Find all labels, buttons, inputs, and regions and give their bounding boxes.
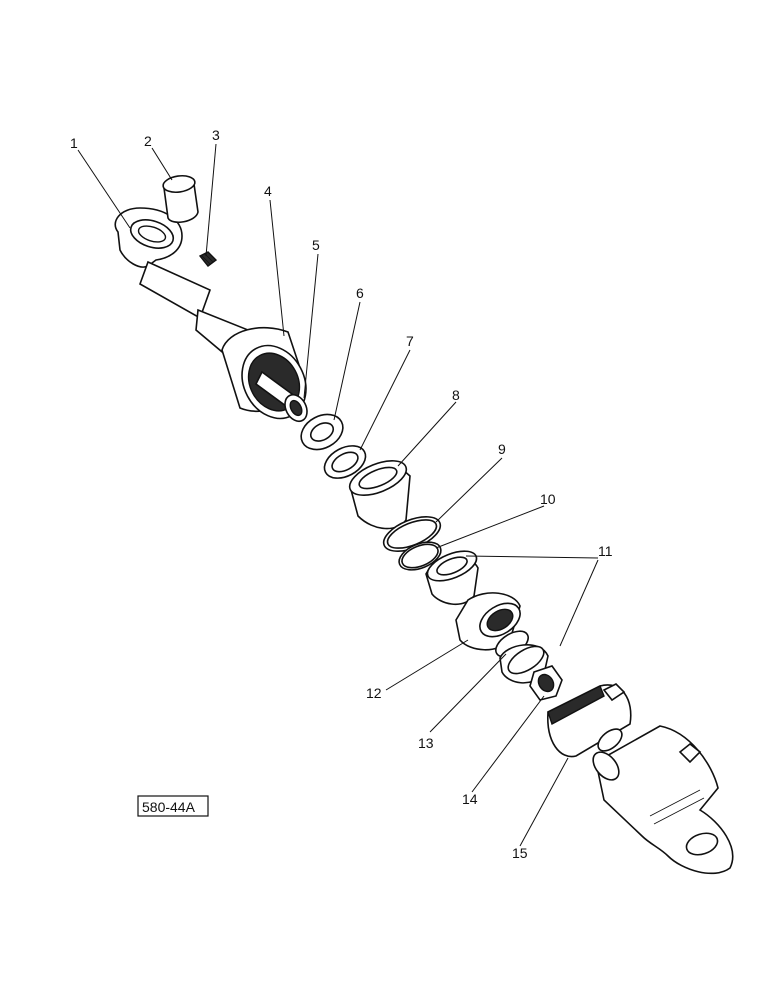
leader-1 [77, 149, 131, 229]
figure-id-label: 580-44A [142, 799, 196, 815]
figure-id-tag: 580-44A [137, 795, 209, 817]
grease-fitting-part [198, 251, 218, 267]
callout-numbers: 1 2 3 4 5 6 7 8 9 10 11 12 13 14 15 [70, 127, 613, 861]
leader-13 [429, 653, 507, 733]
callout-13: 13 [418, 735, 434, 751]
callout-9: 9 [498, 441, 506, 457]
leader-7 [359, 349, 411, 451]
callout-3: 3 [212, 127, 220, 143]
gland-part [348, 460, 411, 530]
washer-part [300, 413, 344, 451]
callout-4: 4 [264, 183, 272, 199]
leader-14 [471, 695, 545, 793]
callout-2: 2 [144, 133, 152, 149]
callout-5: 5 [312, 237, 320, 253]
leader-2 [151, 147, 173, 181]
leader-10 [435, 505, 545, 549]
leader-6 [333, 301, 361, 421]
callout-8: 8 [452, 387, 460, 403]
callout-1: 1 [70, 135, 78, 151]
callout-6: 6 [356, 285, 364, 301]
leader-8 [397, 401, 457, 467]
callout-14: 14 [462, 791, 478, 807]
leader-3 [205, 143, 217, 257]
leader-11b [559, 559, 599, 647]
piston-part [221, 326, 307, 420]
leader-11a [465, 555, 599, 559]
figure-id-box [137, 795, 209, 817]
leader-9 [435, 457, 503, 523]
packing-part [425, 550, 479, 605]
callout-12: 12 [366, 685, 382, 701]
leader-15 [519, 757, 569, 847]
nut-part [284, 393, 308, 423]
leader-lines [77, 143, 599, 847]
leader-5 [303, 253, 319, 399]
callout-10: 10 [540, 491, 556, 507]
cylinder-barrel-part [547, 683, 734, 875]
leader-4 [269, 199, 285, 337]
bushing-part [162, 174, 199, 224]
callout-7: 7 [406, 333, 414, 349]
callout-11: 11 [598, 543, 613, 559]
backup-ring-part [398, 541, 442, 571]
callout-15: 15 [512, 845, 528, 861]
wiper-seal-part [323, 445, 367, 479]
leader-12 [385, 639, 469, 691]
lock-nut-part [529, 665, 563, 701]
piston-sleeve-part [455, 592, 521, 651]
